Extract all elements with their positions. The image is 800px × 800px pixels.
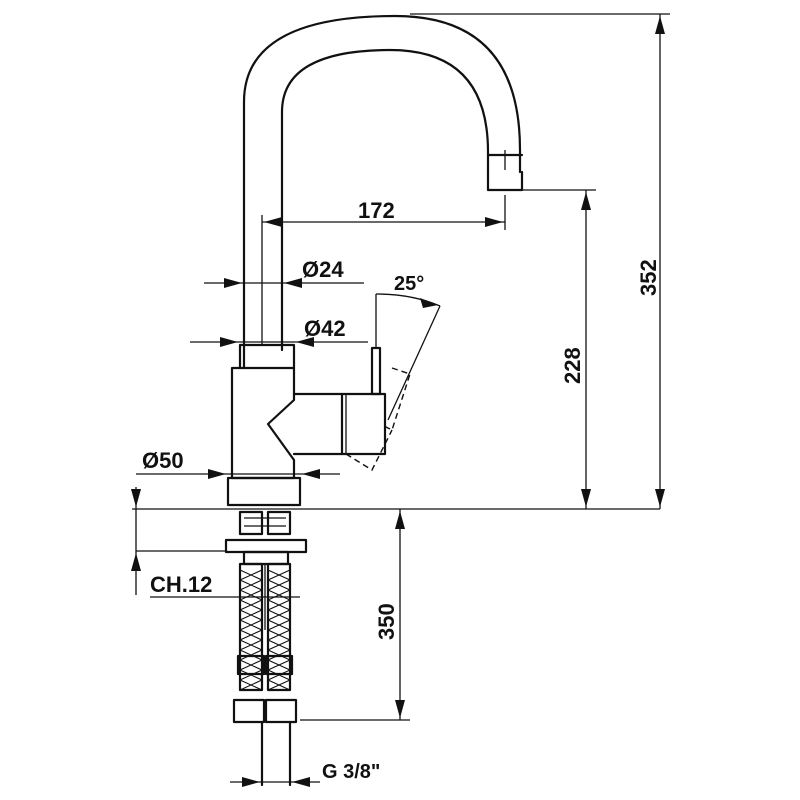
label-lever-angle: 25° [394, 273, 424, 295]
lever-cartridge [292, 392, 344, 456]
hose-ferrule-right [264, 654, 294, 676]
spout-outer [242, 14, 522, 370]
braided-hose-left [238, 562, 264, 692]
main-body [230, 366, 296, 480]
hose-nut-right [264, 698, 298, 724]
label-body-diameter: Ø42 [304, 316, 346, 341]
label-spout-diameter: Ø24 [302, 257, 344, 282]
washer-plate [224, 538, 308, 554]
stud-left [238, 510, 264, 536]
lever-tilted-cap [345, 429, 393, 471]
base-ring [226, 476, 302, 507]
dimension-lines [131, 13, 670, 787]
label-hose-length: 350 [374, 603, 399, 640]
spout-inner [280, 48, 490, 352]
hose-ferrule-left [236, 654, 266, 676]
dimension-labels: 172 352 228 350 Ø24 Ø42 Ø50 25° CH.12 G … [142, 198, 661, 783]
mounting-hardware [132, 508, 660, 787]
label-base-diameter: Ø50 [142, 448, 184, 473]
lever-tilted [383, 367, 411, 431]
mounting-nut [242, 550, 290, 566]
braided-hose-right [266, 562, 292, 692]
label-spout-reach: 172 [358, 198, 395, 223]
label-overall-height: 352 [636, 259, 661, 296]
label-wrench-size: CH.12 [150, 572, 212, 597]
stud-right [266, 510, 292, 536]
label-spout-height: 228 [560, 347, 585, 384]
label-thread-size: G 3/8" [322, 761, 380, 783]
faucet-outline [226, 14, 524, 507]
spout-collar [238, 343, 296, 370]
lever-cap [340, 392, 387, 456]
hose-nut-left [232, 698, 266, 724]
lever-handle [370, 346, 382, 396]
